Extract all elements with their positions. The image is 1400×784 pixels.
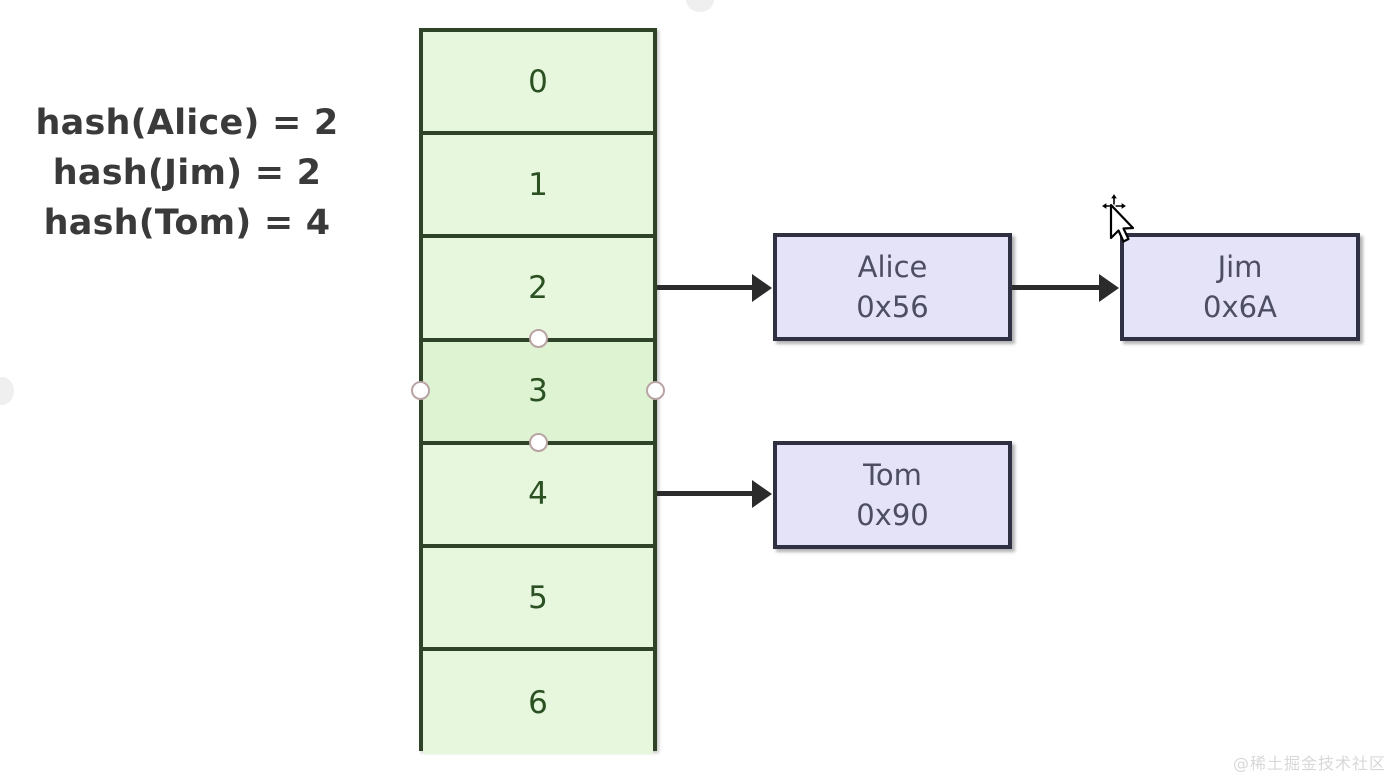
bucket-cell-label: 3 <box>528 373 548 410</box>
resize-handle-right[interactable] <box>646 381 665 400</box>
resize-handle-bottom[interactable] <box>529 433 548 452</box>
bucket-cell-label: 1 <box>528 166 548 203</box>
node-alice-name: Alice <box>857 250 928 284</box>
bucket-array-table[interactable]: 0 1 2 3 4 5 6 <box>419 28 657 755</box>
node-jim-name: Jim <box>1217 250 1263 284</box>
bucket-cell-3[interactable]: 3 <box>423 341 653 445</box>
hash-legend-line-jim: hash(Jim) = 2 <box>52 153 322 193</box>
node-alice-address: 0x56 <box>856 290 929 324</box>
node-alice[interactable]: Alice 0x56 <box>773 233 1012 341</box>
node-tom-address: 0x90 <box>856 498 929 532</box>
bucket-cell-5[interactable]: 5 <box>423 547 653 652</box>
hash-legend-line-alice: hash(Alice) = 2 <box>35 103 339 143</box>
node-tom[interactable]: Tom 0x90 <box>773 441 1012 549</box>
bucket-cell-4[interactable]: 4 <box>423 444 653 548</box>
bucket-cell-label: 5 <box>528 579 548 616</box>
bucket-cell-label: 2 <box>528 269 548 306</box>
node-tom-name: Tom <box>863 458 922 492</box>
node-jim[interactable]: Jim 0x6A <box>1120 233 1360 341</box>
arrow-alice-to-jim[interactable] <box>1012 274 1119 302</box>
bucket-cell-label: 4 <box>528 476 548 513</box>
arrow-bucket2-to-alice[interactable] <box>657 274 772 302</box>
hash-legend: hash(Alice) = 2 hash(Jim) = 2 hash(Tom) … <box>22 98 352 248</box>
bucket-cell-0[interactable]: 0 <box>423 32 653 136</box>
ghost-circle-left <box>0 377 14 405</box>
arrow-bucket4-to-tom[interactable] <box>657 480 772 508</box>
bucket-cell-label: 0 <box>528 63 548 100</box>
bucket-cell-1[interactable]: 1 <box>423 135 653 239</box>
ghost-circle-top <box>686 0 714 12</box>
bucket-cell-label: 6 <box>528 684 548 721</box>
node-jim-address: 0x6A <box>1203 290 1277 324</box>
hash-legend-line-tom: hash(Tom) = 4 <box>43 203 331 243</box>
watermark: @稀土掘金技术社区 <box>1232 754 1386 773</box>
bucket-cell-6[interactable]: 6 <box>423 651 653 755</box>
resize-handle-top[interactable] <box>529 329 548 348</box>
bucket-cell-2[interactable]: 2 <box>423 238 653 342</box>
resize-handle-left[interactable] <box>411 381 430 400</box>
